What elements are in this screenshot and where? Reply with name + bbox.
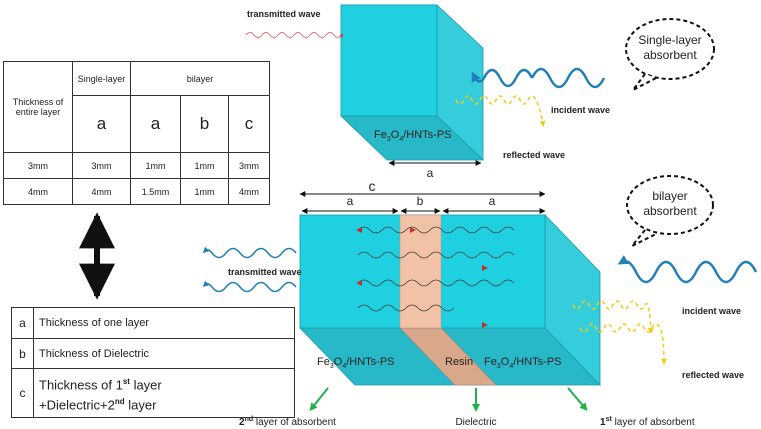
bilayer-reflected-label: reflected wave (682, 370, 744, 380)
single-layer-thought-bubble (625, 18, 715, 80)
cell-bi-a: 1.5mm (130, 178, 181, 205)
bilayer-incident-label: incident wave (682, 306, 741, 316)
internal-arrowhead-1 (356, 227, 362, 233)
col-single-a: a (72, 95, 131, 153)
internal-arrowhead-4 (482, 322, 488, 328)
single-bubble-line1: Single-layer (638, 33, 701, 47)
col-bilayer-a: a (130, 95, 181, 153)
bilayer-bubble-tail (631, 229, 657, 247)
single-bubble-tail (632, 73, 657, 91)
table-row: 3mm 3mm 1mm 1mm 3mm (3, 152, 270, 179)
internal-wave-3 (357, 279, 515, 287)
bilayer-block (299, 214, 601, 386)
legend-desc-a: Thickness of one layer (33, 307, 295, 339)
bilayer-transmitted-label: transmitted wave (228, 267, 302, 277)
cell-bi-b: 1mm (180, 152, 229, 179)
bilayer-bubble-line1: bilayer (652, 189, 687, 203)
bilayer-transmitted-wave-1 (202, 246, 297, 259)
bilayer-material-right-label: Fe3O4/HNTs-PS (484, 356, 562, 370)
bilayer-dim-b-label: b (417, 194, 424, 208)
cell-total: 4mm (3, 178, 73, 205)
header-thickness: Thickness of entire layer (3, 61, 73, 153)
single-reflected-wave (455, 95, 546, 127)
internal-arrowhead-3 (482, 265, 488, 271)
bilayer-transmitted-wave-2 (202, 280, 297, 293)
legend-desc-c: Thickness of 1st layer +Dielectric+2nd l… (33, 368, 295, 418)
table-row: 4mm 4mm 1.5mm 1mm 4mm (3, 178, 270, 205)
cell-bi-c: 4mm (228, 178, 270, 205)
legend-row: b Thickness of Dielectric (11, 338, 295, 369)
cell-single-a: 3mm (72, 152, 131, 179)
cell-bi-b: 1mm (180, 178, 229, 205)
thickness-table: Thickness of entire layer Single-layer b… (3, 61, 270, 205)
col-bilayer-c: c (228, 95, 270, 153)
cell-bi-c: 3mm (228, 152, 270, 179)
bilayer-reflected-wave-1 (572, 300, 654, 334)
legend-key-c: c (11, 368, 34, 418)
cell-bi-a: 1mm (130, 152, 181, 179)
single-incident-wave-tail (471, 68, 534, 88)
internal-wave-2 (357, 251, 515, 259)
bilayer-material-left-label: Fe3O4/HNTs-PS (317, 356, 395, 370)
single-material-label: Fe3O4/HNTs-PS (374, 129, 452, 143)
bilayer-dim-a-left-label: a (347, 194, 354, 208)
internal-arrowhead-5 (410, 227, 416, 233)
second-layer-label: 2nd layer of absorbent (239, 416, 336, 428)
cell-total: 3mm (3, 152, 73, 179)
bilayer-thought-bubble (626, 175, 714, 235)
single-reflected-label: reflected wave (503, 150, 565, 160)
table-subheader-row: a a b c (4, 95, 270, 153)
bilayer-bubble-line2: absorbent (643, 204, 697, 218)
bilayer-dim-c-label: c (369, 178, 376, 194)
legend-table: a Thickness of one layer b Thickness of … (11, 307, 295, 418)
dielectric-label: Dielectric (455, 417, 496, 428)
single-dim-a-label: a (427, 166, 434, 180)
single-incident-label: incident wave (551, 105, 610, 115)
internal-wave-1 (357, 226, 515, 234)
single-transmitted-wave (245, 32, 344, 38)
legend-key-b: b (11, 338, 34, 369)
bilayer-dim-a-right-label: a (489, 194, 496, 208)
resin-label: Resin (445, 356, 473, 368)
legend-desc-b: Thickness of Dielectric (33, 338, 295, 369)
second-layer-arrow (309, 387, 329, 412)
single-incident-wave (530, 67, 606, 89)
legend-row: a Thickness of one layer (11, 307, 295, 339)
header-single-layer: Single-layer (72, 61, 131, 96)
table-header-row: Thickness of entire layer Single-layer b… (3, 61, 270, 153)
legend-row: c Thickness of 1st layer +Dielectric+2nd… (11, 368, 295, 418)
first-layer-arrow (567, 387, 588, 412)
internal-arrowhead-2 (356, 280, 362, 286)
single-layer-block (340, 4, 484, 161)
legend-key-a: a (11, 307, 34, 339)
bilayer-reflected-wave-2 (579, 323, 667, 365)
single-bubble-line2: absorbent (643, 48, 697, 62)
resin-dielectric-layer (399, 214, 442, 329)
cell-single-a: 4mm (72, 178, 131, 205)
bilayer-incident-wave (617, 255, 758, 284)
single-transmitted-label: transmitted wave (247, 9, 321, 19)
col-bilayer-b: b (180, 95, 229, 153)
internal-wave-4 (357, 304, 455, 312)
single-block-front-face (340, 4, 438, 117)
first-layer-label: 1st layer of absorbent (600, 416, 695, 428)
header-bilayer: bilayer (130, 61, 270, 96)
